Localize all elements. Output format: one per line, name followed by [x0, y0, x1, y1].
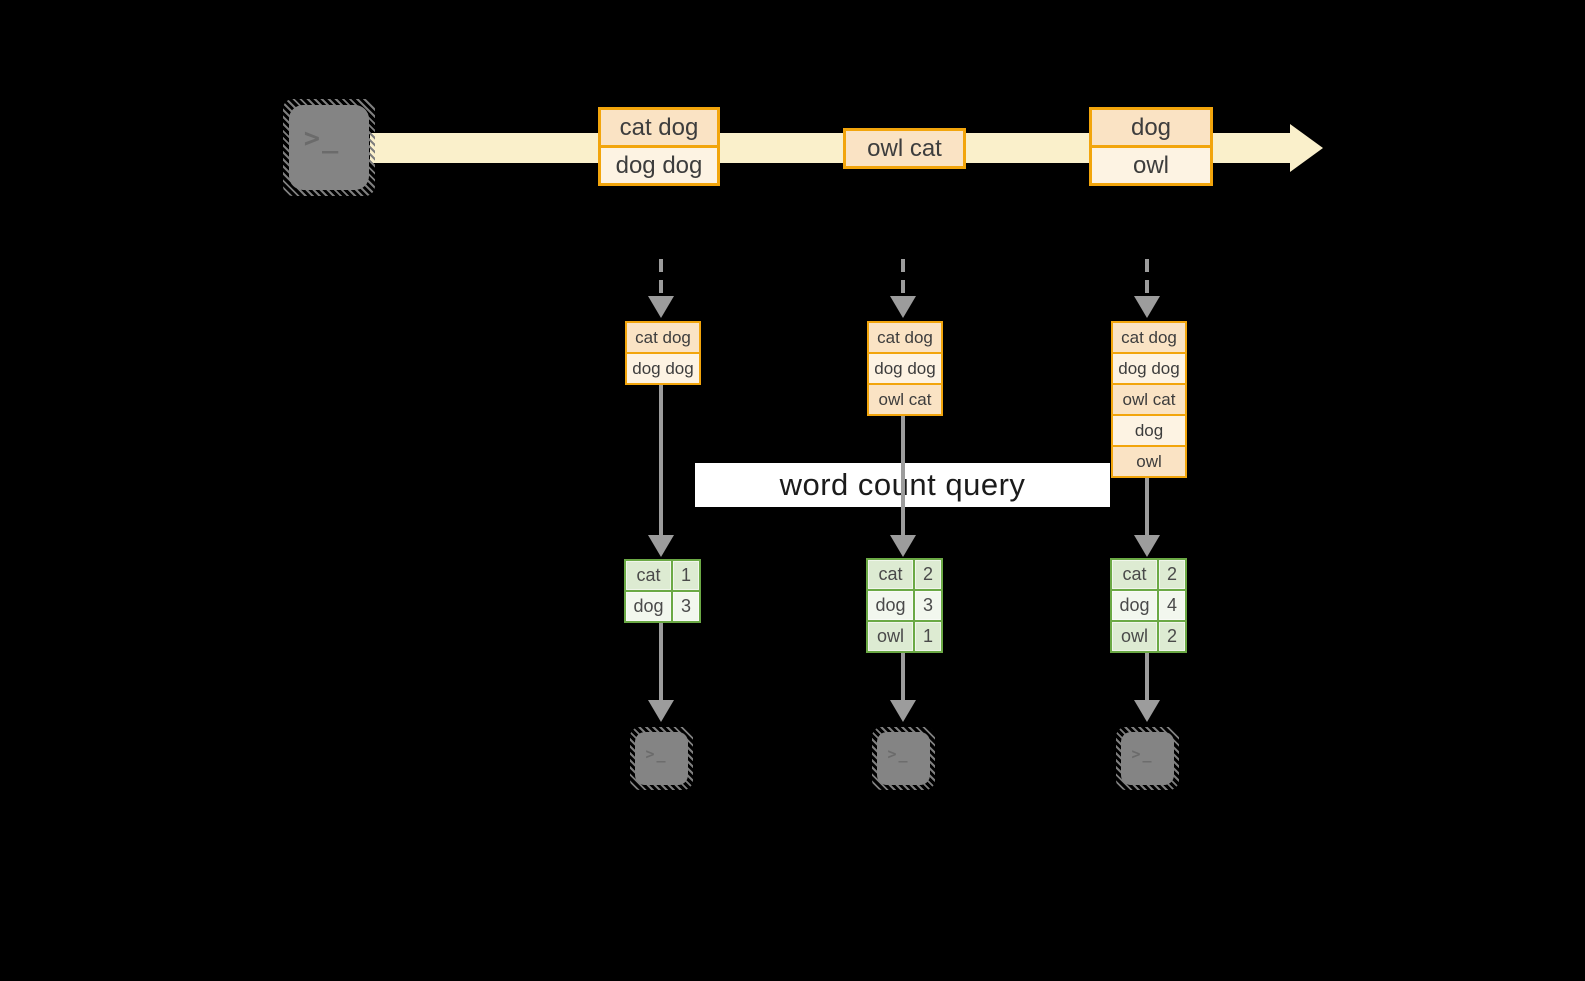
batch-row: dog [1092, 110, 1210, 145]
stream-batch-3: dog owl [1089, 107, 1213, 186]
query-arrow-line [659, 385, 663, 536]
dashed-arrow-head-icon [648, 296, 674, 318]
word-cell: owl [1112, 622, 1157, 651]
dashed-arrow-line [901, 259, 905, 297]
word-cell: dog [626, 592, 671, 621]
terminal-body: >_ [877, 732, 930, 785]
word-cell: dog [1112, 591, 1157, 620]
query-arrow-head-icon [890, 535, 916, 557]
input-row: dog dog [869, 352, 941, 383]
input-row: owl cat [1113, 383, 1185, 414]
query-arrow-head-icon [1134, 535, 1160, 557]
accumulated-input-2: cat dog dog dog owl cat [867, 321, 943, 416]
dashed-arrow-head-icon [1134, 296, 1160, 318]
dashed-arrow-head-icon [890, 296, 916, 318]
terminal-sink-icon: >_ [1116, 727, 1179, 790]
dashed-arrow-line [1145, 259, 1149, 297]
output-arrow-head-icon [890, 700, 916, 722]
count-cell: 3 [915, 591, 941, 620]
accumulated-input-1: cat dog dog dog [625, 321, 701, 385]
word-cell: cat [1112, 560, 1157, 589]
count-cell: 2 [915, 560, 941, 589]
count-cell: 3 [673, 592, 699, 621]
query-arrow-head-icon [648, 535, 674, 557]
dashed-arrow-line [659, 259, 663, 297]
input-row: dog dog [1113, 352, 1185, 383]
terminal-body: >_ [1121, 732, 1174, 785]
input-row: cat dog [1113, 323, 1185, 352]
batch-row: owl [1092, 145, 1210, 183]
input-row: dog [1113, 414, 1185, 445]
count-table-2: cat 2 dog 3 owl 1 [866, 558, 943, 653]
word-cell: owl [868, 622, 913, 651]
count-table-1: cat 1 dog 3 [624, 559, 701, 623]
input-row: dog dog [627, 352, 699, 383]
input-row: cat dog [627, 323, 699, 352]
count-cell: 1 [673, 561, 699, 590]
count-cell: 4 [1159, 591, 1185, 620]
output-arrow-head-icon [1134, 700, 1160, 722]
batch-row: dog dog [601, 145, 717, 183]
terminal-sink-icon: >_ [630, 727, 693, 790]
output-arrow-head-icon [648, 700, 674, 722]
count-table-3: cat 2 dog 4 owl 2 [1110, 558, 1187, 653]
word-cell: cat [868, 560, 913, 589]
input-row: cat dog [869, 323, 941, 352]
prompt-glyph-icon: >_ [303, 123, 341, 154]
prompt-glyph-icon: >_ [1131, 744, 1154, 763]
output-arrow-line [1145, 653, 1149, 701]
word-cell: dog [868, 591, 913, 620]
count-cell: 2 [1159, 622, 1185, 651]
accumulated-input-3: cat dog dog dog owl cat dog owl [1111, 321, 1187, 478]
input-row: owl cat [869, 383, 941, 414]
output-arrow-line [659, 623, 663, 701]
word-cell: cat [626, 561, 671, 590]
terminal-body: >_ [289, 105, 369, 190]
batch-row: cat dog [601, 110, 717, 145]
output-arrow-line [901, 653, 905, 701]
prompt-glyph-icon: >_ [645, 744, 668, 763]
count-cell: 2 [1159, 560, 1185, 589]
count-cell: 1 [915, 622, 941, 651]
terminal-body: >_ [635, 732, 688, 785]
terminal-source-icon: >_ [283, 99, 375, 196]
query-arrow-line [1145, 478, 1149, 536]
query-arrow-line [901, 416, 905, 536]
batch-row: owl cat [846, 131, 963, 166]
stream-arrow-head-icon [1290, 124, 1323, 172]
stream-batch-2: owl cat [843, 128, 966, 169]
terminal-sink-icon: >_ [872, 727, 935, 790]
stream-batch-1: cat dog dog dog [598, 107, 720, 186]
prompt-glyph-icon: >_ [887, 744, 910, 763]
input-row: owl [1113, 445, 1185, 476]
